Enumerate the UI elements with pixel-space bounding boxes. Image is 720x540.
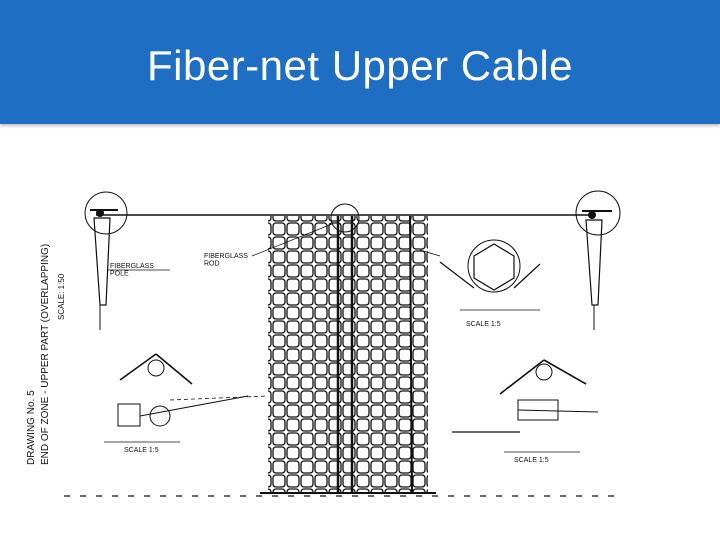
label-scale-left-bottom: SCALE 1:5 (124, 447, 159, 454)
slide-title: Fiber-net Upper Cable (146, 42, 574, 89)
side-caption: DRAWING No. 5 END OF ZONE - UPPER PART (… (26, 244, 66, 465)
side-caption-line3: SCALE: 1:50 (57, 273, 66, 320)
title-bar: Fiber-net Upper Cable (0, 0, 720, 124)
side-caption-line1: DRAWING No. 5 (26, 390, 37, 465)
label-scale-right-bottom: SCALE 1:5 (514, 457, 549, 464)
fiber-net (268, 215, 428, 493)
detail-hex-right-top: SCALE 1:5 (419, 239, 541, 328)
technical-drawing: DRAWING No. 5 END OF ZONE - UPPER PART (… (26, 190, 621, 497)
ground-line (64, 492, 620, 497)
detail-right-bottom: SCALE 1:5 (452, 359, 599, 464)
right-pole (575, 190, 621, 330)
detail-left-bottom: SCALE 1:5 (104, 353, 269, 454)
left-pole (84, 191, 128, 330)
label-scale-right-top: SCALE 1:5 (466, 321, 501, 328)
side-caption-line2: END OF ZONE - UPPER PART (OVERLAPPING) (40, 244, 51, 465)
